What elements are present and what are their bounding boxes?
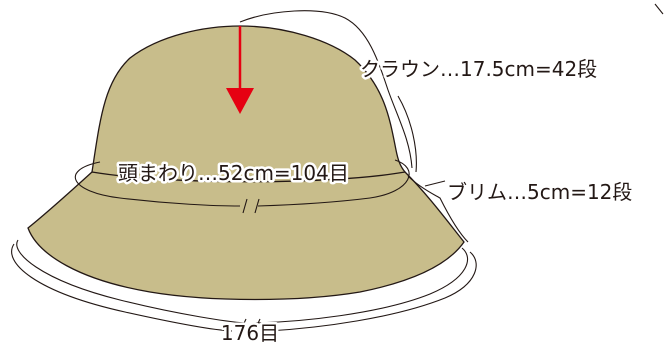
brim-edge-stitch-label: 176目 bbox=[221, 321, 279, 345]
corner-mark bbox=[654, 3, 664, 15]
crown-label: クラウン…17.5cm=42段 bbox=[360, 57, 597, 81]
direction-arrowhead bbox=[226, 88, 254, 114]
brim-edge-outer-curve bbox=[16, 239, 469, 324]
brim-edge-inner-curve bbox=[11, 243, 477, 332]
brim-label: ブリム…5cm=12段 bbox=[447, 180, 632, 204]
head-circumference-line bbox=[74, 161, 241, 207]
brim-leader-line bbox=[424, 180, 446, 187]
break-mark-right bbox=[254, 198, 260, 214]
brim-measure-curve bbox=[407, 175, 469, 243]
hat-crown bbox=[91, 25, 407, 183]
break-mark-left bbox=[242, 198, 248, 214]
brim-edge-break-left bbox=[239, 318, 247, 333]
crown-measure-curve-tail bbox=[397, 95, 417, 173]
hat-brim bbox=[27, 171, 465, 301]
head-circumference-line-right bbox=[257, 159, 410, 207]
head-circumference-label: 頭まわり…52cm=104目 bbox=[118, 161, 349, 185]
crown-measure-curve bbox=[239, 10, 413, 169]
brim-edge-break-right bbox=[253, 318, 261, 333]
